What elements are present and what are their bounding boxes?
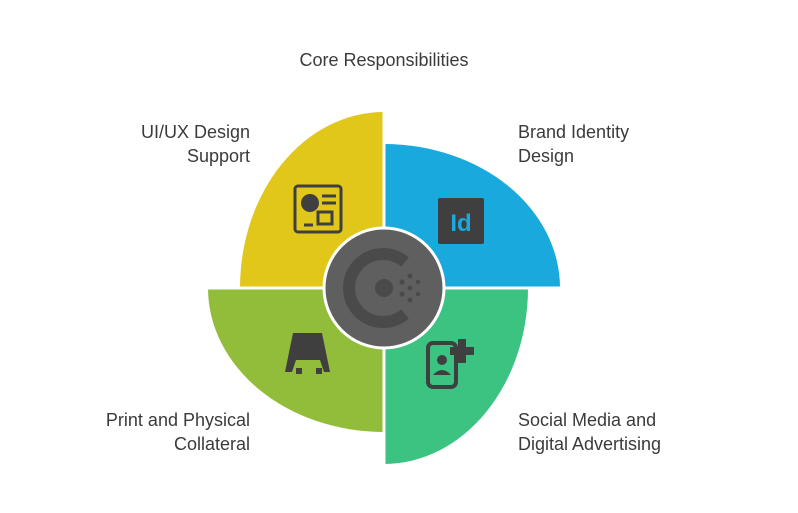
label-brand: Brand Identity Design [518,122,630,166]
label-social: Social Media and Digital Advertising [518,410,662,454]
core-logo-icon [343,248,421,328]
diagram-title: Core Responsibilities [299,50,469,70]
indesign-id-icon: Id [438,198,484,244]
label-print: Print and Physical Collateral [105,410,250,454]
mobile-add-user-icon [426,339,474,389]
a-frame-sign-icon [285,333,330,374]
indesign-id-text: Id [450,210,471,237]
ui-ux-design-icon [293,184,343,234]
label-uiux: UI/UX Design Support [140,122,250,166]
